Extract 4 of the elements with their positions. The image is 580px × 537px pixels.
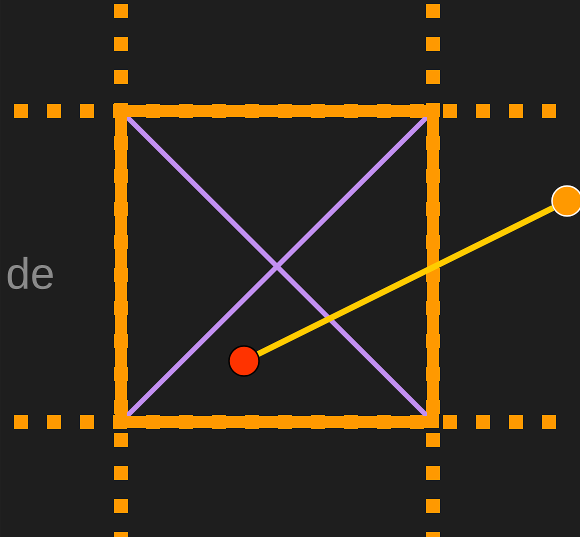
- dot: [551, 185, 580, 217]
- line: [256, 205, 554, 357]
- dot: [228, 345, 260, 377]
- label: de: [8, 256, 53, 290]
